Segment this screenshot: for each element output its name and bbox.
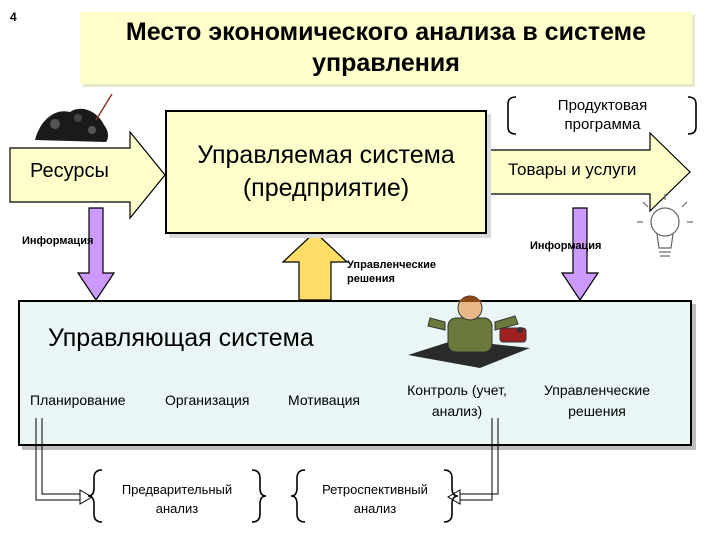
goods-services-label: Товары и услуги (508, 160, 637, 179)
lightbulb-icon (637, 194, 693, 257)
control-system-box (18, 300, 692, 446)
information-arrow-right (560, 207, 600, 302)
slide-number: 4 (10, 10, 17, 24)
function-planning: Планирование (30, 392, 126, 408)
goods-arrow (484, 131, 691, 213)
page-title: Место экономического анализа в системе у… (125, 18, 647, 77)
information-label-right: Информация (530, 240, 602, 252)
resources-arrow (9, 130, 166, 220)
control-system-title: Управляющая система (48, 324, 314, 352)
function-organization: Организация (165, 392, 250, 408)
coal-pile-icon (35, 93, 113, 142)
product-program-bracket-left (507, 96, 517, 135)
management-decisions-label: Управленческие решения (347, 258, 465, 286)
function-motivation: Мотивация (288, 392, 361, 408)
managed-system-label: Управляемая система (предприятие) (197, 141, 455, 202)
decisions-up-arrow (281, 231, 349, 301)
management-decisions-text: Управленческие решения (347, 259, 436, 285)
function-decisions: Управленческие решения (543, 382, 651, 419)
analysis-preliminary: Предварительный анализ (121, 482, 233, 516)
title-box: Место экономического анализа в системе у… (80, 12, 692, 84)
resources-label: Ресурсы (30, 160, 109, 182)
information-label-left: Информация (22, 235, 94, 247)
information-arrow-left (76, 207, 116, 302)
analysis-retrospective: Ретроспективный анализ (322, 482, 428, 516)
managed-system-box: Управляемая система (предприятие) (165, 110, 487, 234)
product-program-label: Продуктовая программа (557, 97, 648, 133)
function-control: Контроль (учет, анализ) (407, 382, 507, 419)
product-program-bracket-right (687, 96, 697, 135)
